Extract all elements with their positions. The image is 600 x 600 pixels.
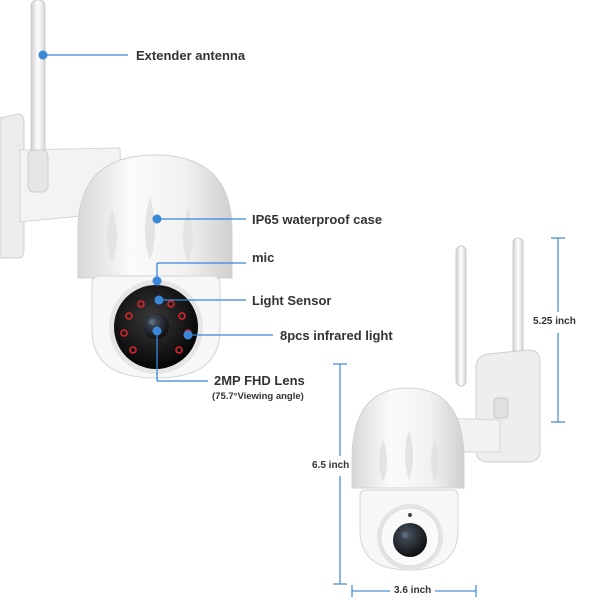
- label-infrared-light: 8pcs infrared light: [280, 328, 393, 343]
- label-waterproof-case: IP65 waterproof case: [252, 212, 383, 227]
- dimension-lines: [333, 237, 565, 597]
- callout-dots: [38, 50, 193, 340]
- label-fhd-lens: 2MP FHD Lens: [214, 373, 305, 388]
- dimension-height: 6.5 inch: [312, 460, 350, 471]
- wall-mount: [0, 113, 25, 259]
- label-extender-antenna: Extender antenna: [136, 48, 246, 63]
- camera-side-view: [351, 237, 541, 571]
- dimension-depth: 5.25 inch: [533, 316, 576, 327]
- label-mic: mic: [252, 250, 275, 265]
- dimension-width: 3.6 inch: [390, 586, 436, 596]
- label-viewing-angle: (75.7°Viewing angle): [212, 391, 304, 402]
- callout-leaders: [44, 54, 273, 382]
- label-light-sensor: Light Sensor: [252, 293, 332, 308]
